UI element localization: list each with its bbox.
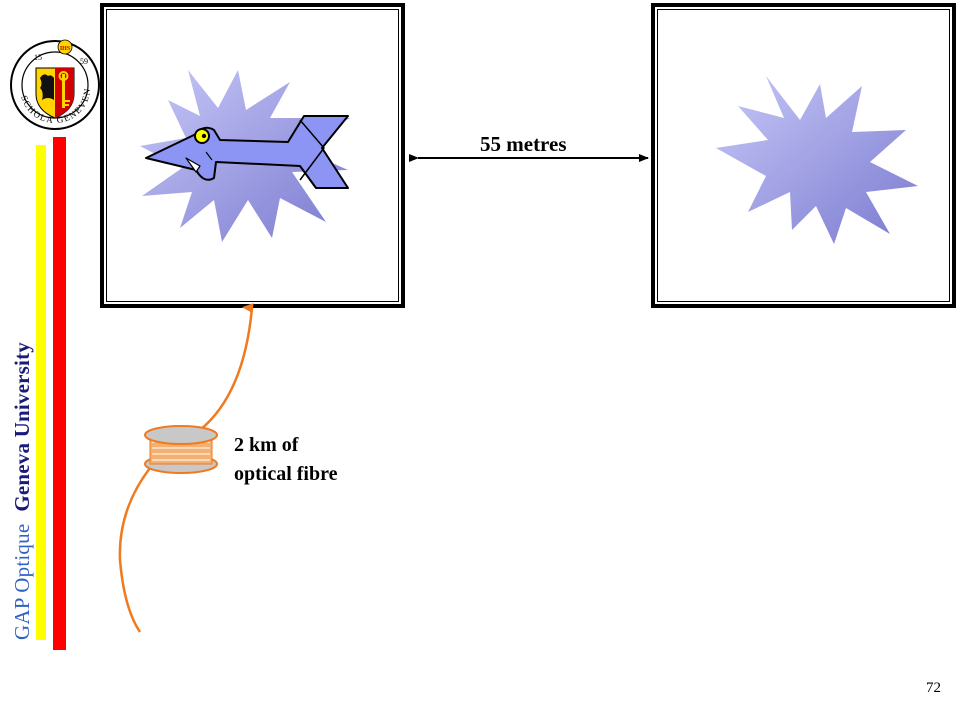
right-starburst xyxy=(716,76,918,244)
svg-text:IHS: IHS xyxy=(60,46,71,52)
fibre-line-to-box xyxy=(199,303,254,431)
red-vertical-bar xyxy=(53,137,66,650)
distance-label: 55 metres xyxy=(480,132,567,156)
fibre-label: 2 km of optical fibre xyxy=(234,431,338,489)
fibre-line-lower xyxy=(118,467,151,633)
page-number: 72 xyxy=(926,680,941,696)
svg-text:15: 15 xyxy=(34,53,42,62)
yellow-vertical-bar xyxy=(36,145,46,640)
svg-text:59: 59 xyxy=(80,57,88,66)
university-seal-logo: IHS SCHOLA GENEVENSIS 15 59 xyxy=(5,30,102,132)
arrow-character xyxy=(145,115,349,189)
fibre-label-line2: optical fibre xyxy=(234,463,338,485)
fibre-spool xyxy=(144,425,218,474)
fibre-label-line1: 2 km of xyxy=(234,434,299,456)
